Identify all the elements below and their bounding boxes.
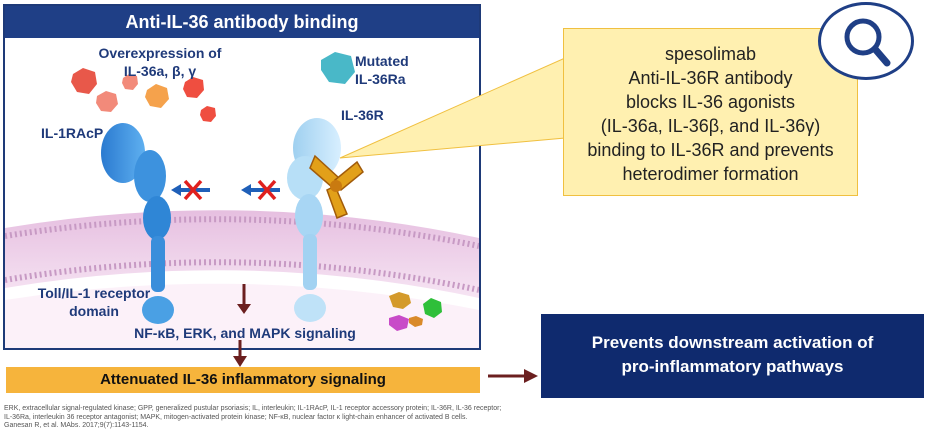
red-x-icon [257, 179, 277, 201]
footnote-line-1: ERK, extracellular signal-regulated kina… [4, 405, 502, 412]
magnifier-badge [818, 2, 914, 80]
callout-line-2: Anti-IL-36R antibody [628, 68, 793, 88]
membrane-illustration [5, 52, 479, 348]
il1racp-label: IL-1RAcP [41, 125, 104, 141]
spesolimab-antibody [309, 154, 364, 219]
footnote: ERK, extracellular signal-regulated kina… [4, 405, 924, 431]
signaling-label: NF-κB, ERK, and MAPK signaling [134, 325, 356, 341]
right-arrow [488, 369, 538, 383]
outcome-line-1: Prevents downstream activation of [591, 333, 874, 352]
down-arrow-2 [233, 340, 247, 367]
tir-domain-label: Toll/IL-1 receptor domain [19, 284, 169, 320]
callout-line-3: blocks IL-36 agonists [625, 92, 796, 112]
molecule-cluster [389, 292, 442, 331]
red-x-icon [183, 179, 203, 201]
il36-agonists [71, 68, 216, 122]
overexpression-label: Overexpression of IL-36a, β, γ [75, 44, 245, 80]
panel-title: Anti-IL-36 antibody binding [5, 6, 479, 38]
footnote-line-2: IL-36Ra, interleukin 36 receptor antagon… [4, 413, 468, 421]
il1racp-receptor [101, 123, 174, 324]
callout-pointer [339, 57, 566, 159]
tir-label-line1: Toll/IL-1 receptor [37, 285, 151, 301]
tir-label-line2: domain [69, 303, 119, 319]
footnote-line-3: Ganesan R, et al. MAbs. 2017;9(7):1143-1… [4, 422, 149, 429]
callout-line-6: heterodimer formation [622, 164, 799, 184]
attenuated-signaling-bar: Attenuated IL-36 inflammatory signaling [6, 367, 480, 393]
spesolimab-callout [563, 28, 858, 196]
callout-line-1: spesolimab [664, 44, 757, 64]
callout-line-4: (IL-36a, IL-36β, and IL-36γ) [600, 116, 821, 136]
mutated-il36ra [321, 52, 355, 84]
callout-line-5: binding to IL-36R and prevents [587, 140, 834, 160]
outcome-line-2: pro-inflammatory pathways [621, 357, 844, 376]
cell-membrane [5, 210, 479, 298]
il36r-label: IL-36R [341, 107, 384, 123]
overexpression-label-line2: IL-36a, β, γ [123, 63, 197, 79]
mechanism-panel: Anti-IL-36 antibody binding [3, 4, 481, 350]
mutated-label-line2: IL-36Ra [355, 71, 406, 87]
outcome-box: Prevents downstream activation of pro-in… [541, 314, 924, 398]
overexpression-label-line1: Overexpression of [98, 45, 222, 61]
magnifier-icon [844, 18, 891, 67]
down-arrow [237, 284, 251, 314]
blocked-interaction [171, 179, 280, 201]
mutated-label-line1: Mutated [355, 53, 409, 69]
callout-text: spesolimab Anti-IL-36R antibody blocks I… [563, 42, 858, 186]
mutated-il36ra-label: Mutated IL-36Ra [355, 52, 435, 88]
